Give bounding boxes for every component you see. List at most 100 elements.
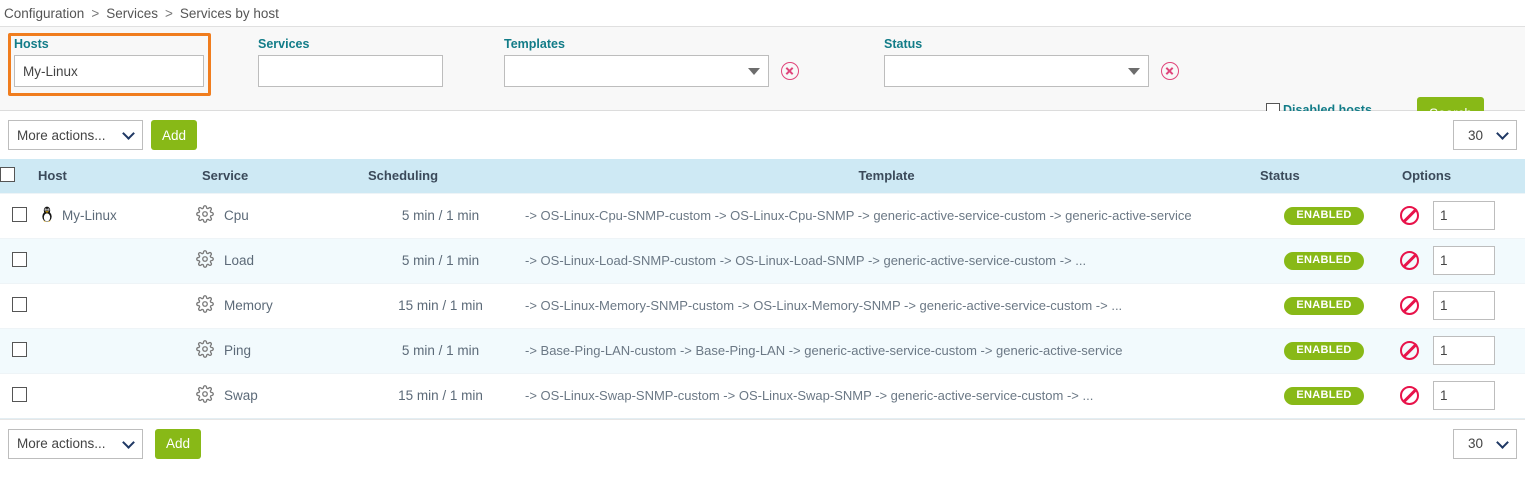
service-name[interactable]: Swap — [224, 388, 258, 403]
template-cell: -> Base-Ping-LAN-custom -> Base-Ping-LAN… — [513, 327, 1260, 373]
service-cell: Memory — [188, 282, 368, 328]
duplicate-count-input[interactable] — [1433, 381, 1495, 410]
disable-service-icon[interactable] — [1400, 341, 1419, 360]
options-cell — [1388, 237, 1525, 283]
toolbar-top: More actions... Add 30 — [0, 111, 1525, 159]
status-badge: ENABLED — [1284, 297, 1364, 315]
disable-service-icon[interactable] — [1400, 296, 1419, 315]
service-cell: Swap — [188, 372, 368, 419]
status-filter-group: Status — [884, 37, 1179, 87]
host-name[interactable]: My-Linux — [62, 208, 117, 223]
templates-filter-label: Templates — [504, 37, 565, 51]
duplicate-count-input[interactable] — [1433, 291, 1495, 320]
table-body: My-Linux Cpu 5 min / 1 min -> OS-Linux-Cpu-… — [0, 192, 1525, 419]
row-checkbox[interactable] — [11, 206, 27, 222]
services-table: Host Service Scheduling Template Status … — [0, 159, 1525, 419]
disable-service-icon[interactable] — [1400, 251, 1419, 270]
scheduling-cell: 5 min / 1 min — [368, 237, 513, 283]
disable-service-icon[interactable] — [1400, 386, 1419, 405]
row-checkbox[interactable] — [11, 341, 27, 357]
table-row: Load 5 min / 1 min-> OS-Linux-Load-SNMP-c… — [0, 237, 1525, 283]
gear-icon — [196, 205, 214, 226]
service-name[interactable]: Load — [224, 253, 255, 268]
options-cell — [1388, 372, 1525, 419]
hosts-filter-input[interactable] — [14, 55, 204, 87]
service-name[interactable]: Ping — [224, 343, 252, 358]
template-cell: -> OS-Linux-Cpu-SNMP-custom -> OS-Linux-… — [513, 192, 1260, 238]
table-header: Host Service Scheduling Template Status … — [0, 159, 1525, 193]
duplicate-count-input[interactable] — [1433, 246, 1495, 275]
status-cell: ENABLED — [1260, 327, 1388, 373]
row-checkbox[interactable] — [11, 296, 27, 312]
breadcrumb-item-services-by-host[interactable]: Services by host — [179, 5, 279, 21]
disable-service-icon[interactable] — [1400, 206, 1419, 225]
column-header-scheduling[interactable]: Scheduling — [368, 159, 513, 193]
templates-filter-group: Templates — [504, 37, 799, 87]
select-all-checkbox[interactable] — [0, 166, 15, 182]
status-filter-select[interactable] — [884, 55, 1149, 87]
status-badge: ENABLED — [1284, 252, 1364, 270]
more-actions-select-bottom[interactable]: More actions... — [8, 428, 143, 459]
options-cell — [1388, 192, 1525, 238]
duplicate-count-input[interactable] — [1433, 201, 1495, 230]
breadcrumb-separator: > — [91, 5, 100, 21]
gear-icon — [196, 340, 214, 361]
row-select-cell — [0, 372, 38, 419]
more-actions-value-top: More actions... — [8, 120, 143, 150]
template-chain: -> Base-Ping-LAN-custom -> Base-Ping-LAN… — [525, 343, 1123, 358]
page-size-select-bottom[interactable]: 30 — [1453, 428, 1517, 459]
status-filter-value — [884, 55, 1149, 87]
column-header-status-label: Status — [1260, 168, 1300, 184]
page-size-select-top[interactable]: 30 — [1453, 120, 1517, 150]
row-select-cell — [0, 192, 38, 238]
gear-icon — [196, 295, 214, 316]
row-checkbox[interactable] — [11, 251, 27, 267]
options-cell — [1388, 327, 1525, 373]
services-filter-group: Services — [258, 37, 443, 87]
row-select-cell — [0, 282, 38, 328]
host-cell — [38, 372, 188, 419]
column-header-status[interactable]: Status — [1260, 159, 1388, 193]
breadcrumb-item-services[interactable]: Services — [106, 5, 158, 21]
column-header-service[interactable]: Service — [188, 159, 368, 193]
gear-icon — [196, 250, 214, 271]
column-header-host-label: Host — [38, 168, 67, 184]
service-name[interactable]: Memory — [224, 298, 273, 313]
more-actions-select-top[interactable]: More actions... — [8, 120, 143, 150]
templates-filter-select[interactable] — [504, 55, 769, 87]
service-cell: Load — [188, 237, 368, 283]
services-filter-label: Services — [258, 37, 310, 51]
status-badge: ENABLED — [1284, 342, 1364, 360]
template-chain: -> OS-Linux-Cpu-SNMP-custom -> OS-Linux-… — [525, 208, 1192, 223]
gear-icon — [196, 385, 214, 406]
column-header-scheduling-label: Scheduling — [368, 168, 439, 184]
templates-filter-value — [504, 55, 769, 87]
service-cell: Ping — [188, 327, 368, 373]
duplicate-count-input[interactable] — [1433, 336, 1495, 365]
add-button-bottom[interactable]: Add — [155, 428, 201, 459]
column-header-template[interactable]: Template — [513, 159, 1260, 193]
host-cell: My-Linux — [38, 192, 188, 238]
breadcrumb: Configuration > Services > Services by h… — [0, 0, 1525, 27]
template-chain: -> OS-Linux-Swap-SNMP-custom -> OS-Linux… — [525, 388, 1094, 403]
options-cell — [1388, 282, 1525, 328]
status-filter-label: Status — [884, 37, 923, 51]
status-badge: ENABLED — [1284, 207, 1364, 225]
breadcrumb-item-configuration[interactable]: Configuration — [4, 5, 85, 21]
row-select-cell — [0, 327, 38, 373]
column-header-template-label: Template — [858, 168, 915, 184]
services-filter-input[interactable] — [258, 55, 443, 87]
column-header-host[interactable]: Host — [38, 159, 188, 193]
more-actions-value-bottom: More actions... — [8, 428, 143, 459]
host-cell — [38, 237, 188, 283]
add-button-top[interactable]: Add — [151, 120, 197, 150]
row-checkbox[interactable] — [11, 386, 27, 402]
service-name[interactable]: Cpu — [224, 208, 249, 223]
breadcrumb-separator: > — [164, 5, 173, 21]
clear-templates-filter-icon[interactable] — [780, 61, 799, 80]
template-cell: -> OS-Linux-Load-SNMP-custom -> OS-Linux… — [513, 237, 1260, 283]
page-size-value-top: 30 — [1453, 120, 1517, 150]
clear-status-filter-icon[interactable] — [1160, 61, 1179, 80]
